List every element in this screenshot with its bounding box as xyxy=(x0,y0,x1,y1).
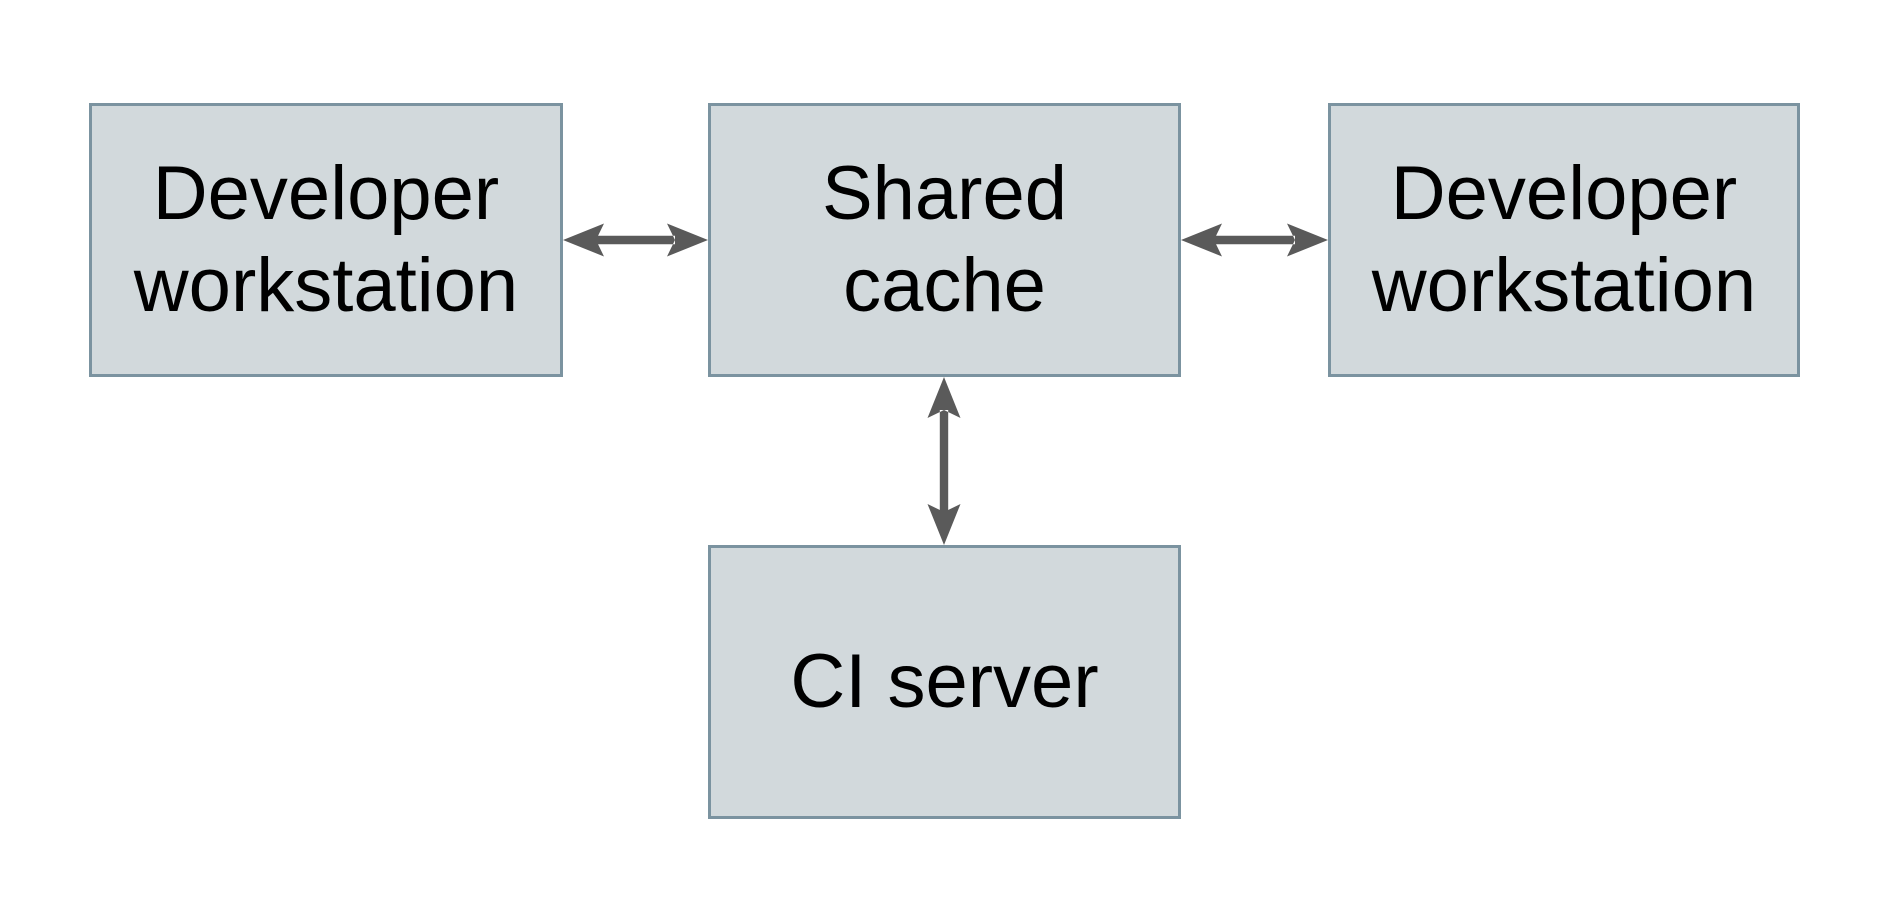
double-arrow-icon xyxy=(1181,223,1328,257)
double-arrow-icon xyxy=(927,377,961,545)
node-label-line: Shared xyxy=(821,151,1068,236)
node-shared-cache: Shared cache xyxy=(708,103,1181,377)
node-label-line: workstation xyxy=(1371,243,1757,328)
node-label: Shared cache xyxy=(822,148,1067,332)
node-label-line: CI server xyxy=(790,639,1099,724)
node-ci-server: CI server xyxy=(708,545,1181,819)
node-label: CI server xyxy=(790,636,1098,728)
double-arrow-shape xyxy=(1181,223,1328,257)
node-label-line: Developer xyxy=(1390,151,1738,236)
node-developer-workstation-left: Developer workstation xyxy=(89,103,563,377)
node-developer-workstation-right: Developer workstation xyxy=(1328,103,1800,377)
double-arrow-shape xyxy=(927,377,961,545)
node-label: Developer workstation xyxy=(1372,148,1756,332)
node-label-line: cache xyxy=(843,243,1046,328)
node-label-line: workstation xyxy=(133,243,519,328)
double-arrow-shape xyxy=(563,223,708,257)
double-arrow-icon xyxy=(563,223,708,257)
node-label-line: Developer xyxy=(152,151,500,236)
node-label: Developer workstation xyxy=(134,148,518,332)
